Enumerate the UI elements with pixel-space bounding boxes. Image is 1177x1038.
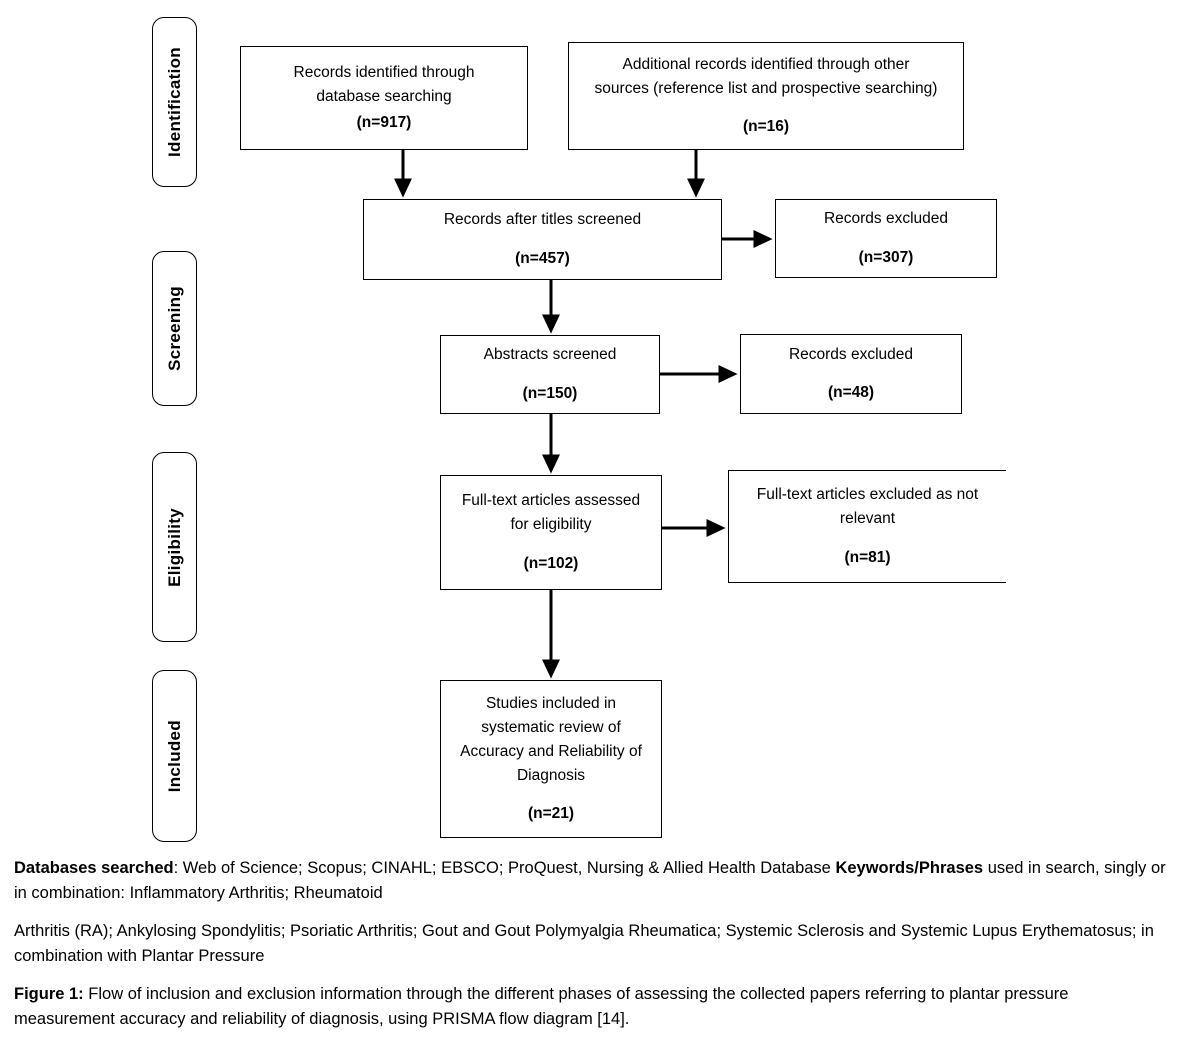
box-records-excluded-titles: Records excluded (n=307) — [775, 199, 997, 278]
phase-label-screening: Screening — [152, 251, 197, 406]
box-abstracts-screened-title: Abstracts screened — [483, 346, 617, 364]
box-records-identified-title: Records identified through database sear… — [293, 63, 475, 105]
caption-keywords-label: Keywords/Phrases — [835, 859, 984, 877]
box-records-excluded-titles-count: (n=307) — [858, 248, 914, 266]
box-full-text-assessed-count: (n=102) — [523, 554, 579, 572]
box-full-text-assessed-title: Full-text articles assessed for eligibil… — [461, 492, 641, 534]
phase-label-identification-text: Identification — [165, 47, 184, 157]
phase-label-included-text: Included — [165, 719, 184, 793]
box-records-identified: Records identified through database sear… — [240, 46, 528, 150]
caption-figure-text: Flow of inclusion and exclusion informat… — [14, 985, 1069, 1029]
box-additional-records-title: Additional records identified through ot… — [594, 55, 938, 97]
box-records-excluded-abstracts-count: (n=48) — [827, 384, 875, 401]
phase-label-eligibility: Eligibility — [152, 452, 197, 642]
box-records-excluded-titles-title: Records excluded — [823, 210, 949, 228]
caption-databases-label: Databases searched — [14, 859, 174, 877]
box-studies-included-title: Studies included in systematic review of… — [460, 694, 642, 784]
box-full-text-excluded: Full-text articles excluded as not relev… — [728, 470, 1006, 583]
box-studies-included: Studies included in systematic review of… — [440, 680, 662, 838]
box-full-text-excluded-title: Full-text articles excluded as not relev… — [756, 486, 979, 528]
box-abstracts-screened: Abstracts screened (n=150) — [440, 335, 660, 414]
phase-label-screening-text: Screening — [165, 286, 184, 371]
figure-caption: Databases searched: Web of Science; Scop… — [14, 856, 1166, 1032]
box-additional-records-count: (n=16) — [742, 118, 790, 135]
box-studies-included-count: (n=21) — [527, 805, 575, 823]
box-full-text-excluded-count: (n=81) — [844, 548, 891, 566]
box-abstracts-screened-count: (n=150) — [522, 384, 578, 402]
box-full-text-assessed: Full-text articles assessed for eligibil… — [440, 475, 662, 590]
box-records-excluded-abstracts: Records excluded (n=48) — [740, 334, 962, 414]
box-records-after-titles-screened-count: (n=457) — [515, 249, 570, 267]
phase-label-included: Included — [152, 670, 197, 842]
phase-label-eligibility-text: Eligibility — [165, 507, 184, 587]
caption-figure-paragraph: Figure 1: Flow of inclusion and exclusio… — [14, 982, 1166, 1032]
box-records-after-titles-screened: Records after titles screened (n=457) — [363, 199, 722, 280]
box-records-excluded-abstracts-title: Records excluded — [788, 345, 914, 363]
phase-label-identification: Identification — [152, 17, 197, 187]
box-records-after-titles-screened-title: Records after titles screened — [443, 211, 642, 229]
prisma-flow-diagram: Identification Screening Eligibility Inc… — [152, 17, 1006, 842]
caption-conditions-paragraph: Arthritis (RA); Ankylosing Spondylitis; … — [14, 922, 1154, 966]
caption-databases-text: : Web of Science; Scopus; CINAHL; EBSCO;… — [173, 859, 836, 877]
caption-figure-label: Figure 1: — [14, 985, 84, 1004]
box-records-identified-count: (n=917) — [356, 114, 412, 131]
caption-keywords-text: used in search, singly or in combination… — [14, 859, 1166, 903]
caption-databases-paragraph: Databases searched: Web of Science; Scop… — [14, 856, 1166, 906]
box-additional-records: Additional records identified through ot… — [568, 42, 964, 150]
